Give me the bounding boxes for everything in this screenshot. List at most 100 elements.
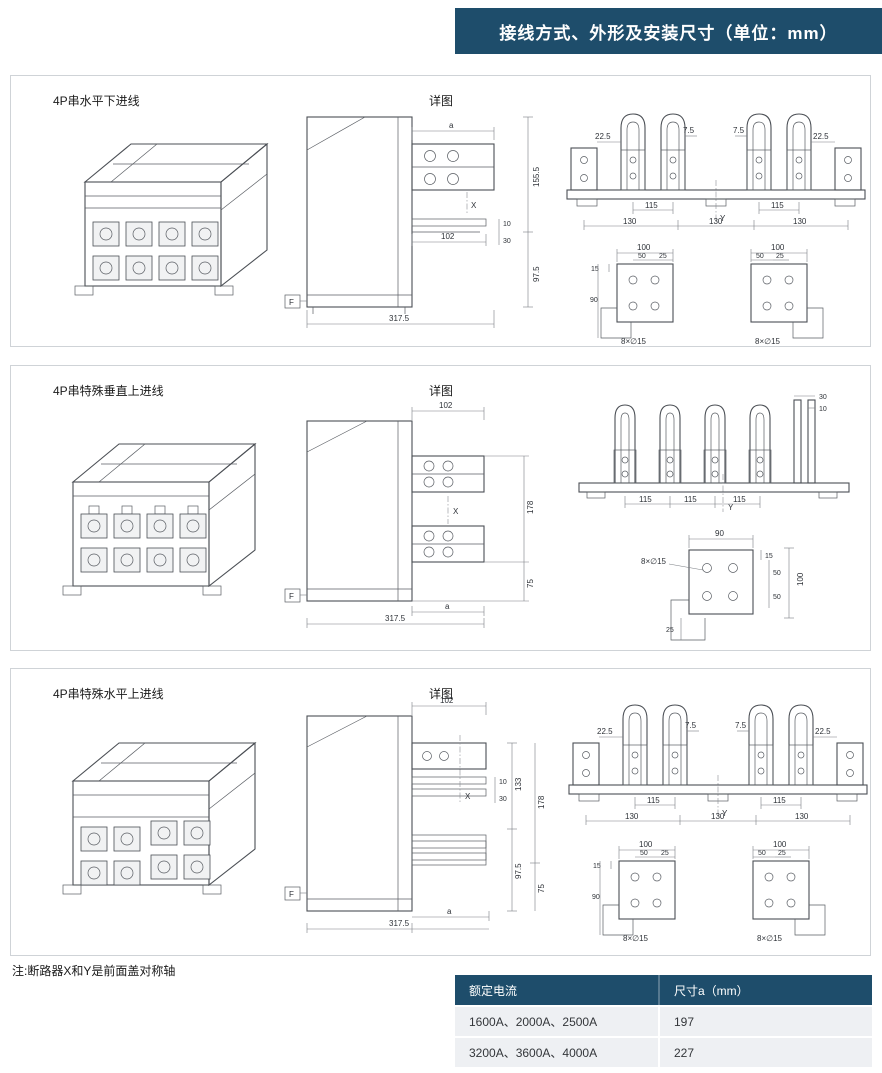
axis-y-label: Y — [722, 809, 728, 818]
dim-15: 15 — [591, 266, 599, 273]
dim-130-b: 130 — [711, 812, 725, 821]
section-vertical-top-incoming: 4P串特殊垂直上进线 详图 — [10, 365, 871, 651]
dim-100: 100 — [773, 840, 787, 849]
dim-115-a: 115 — [639, 495, 652, 504]
side-dimensions: a X 102 10 30 155.5 97.5 F — [284, 116, 541, 328]
dim-100: 100 — [639, 840, 653, 849]
busbar-view: 22.5 7.5 7.5 22.5 Y 115 115 — [566, 113, 866, 230]
dim-130-a: 130 — [623, 217, 637, 226]
side-view: 102 X 178 75 F a 317.5 — [284, 401, 535, 628]
mount-plate-right: 100 50 25 8×∅15 — [750, 243, 824, 346]
dim-30: 30 — [499, 796, 507, 803]
dim-178: 178 — [537, 795, 546, 809]
dim-7-5-right: 7.5 — [735, 721, 747, 730]
dim-317-5: 317.5 — [389, 314, 410, 323]
cell-dimension-a: 197 — [674, 1014, 695, 1029]
page-title: 接线方式、外形及安装尺寸（单位：mm） — [499, 23, 838, 43]
dim-115-b: 115 — [684, 495, 697, 504]
dim-130-c: 130 — [793, 217, 807, 226]
mounting-feet — [62, 884, 222, 895]
dim-90: 90 — [592, 894, 600, 901]
footnote: 注:断路器X和Y是前面盖对称轴 — [12, 964, 176, 978]
dim-a: a — [449, 121, 454, 130]
dim-50: 50 — [638, 253, 646, 260]
end-bracket-left — [572, 742, 600, 786]
breaker-3d-body — [83, 142, 269, 288]
dim-22-5-left: 22.5 — [597, 727, 613, 736]
table-row: 3200A、3600A、4000A 227 — [455, 1036, 872, 1067]
end-bracket-left — [570, 147, 598, 191]
busbar-dimensions: 22.5 7.5 7.5 22.5 Y 115 115 — [585, 721, 851, 825]
busbar-loops — [622, 704, 814, 786]
dim-50-b: 50 — [773, 594, 781, 601]
dim-102: 102 — [441, 232, 455, 241]
side-view: 102 X 10 30 133 178 97.5 75 — [284, 696, 546, 933]
breaker-3d-body — [71, 442, 257, 588]
dim-130-a: 130 — [625, 812, 639, 821]
lower-terminal-tab — [411, 218, 487, 233]
dim-100: 100 — [637, 243, 651, 252]
breaker-profile — [306, 420, 413, 602]
col-header-rated-current: 额定电流 — [455, 975, 660, 1005]
dim-102: 102 — [439, 401, 453, 410]
dim-115-left: 115 — [645, 201, 658, 210]
dim-50: 50 — [758, 850, 766, 857]
dim-317-5: 317.5 — [385, 614, 406, 623]
busbar-base — [578, 482, 850, 499]
dim-25: 25 — [666, 627, 674, 634]
detail-view-label: 详图 — [429, 687, 454, 701]
lower-terminal-block — [411, 834, 487, 866]
col-header-dimension-a: 尺寸a（mm） — [674, 983, 749, 998]
dim-15: 15 — [765, 553, 773, 560]
table-row: 1600A、2000A、2500A 197 — [455, 1005, 872, 1036]
dim-25: 25 — [778, 850, 786, 857]
mounting-feet — [74, 285, 234, 296]
mount-plate-left: 100 50 25 15 90 8×∅15 — [592, 840, 676, 943]
label-f: F — [289, 890, 294, 899]
detail-view-label: 详图 — [429, 94, 454, 108]
holes-label: 8×∅15 — [757, 934, 783, 943]
dim-30: 30 — [503, 238, 511, 245]
dim-25: 25 — [776, 253, 784, 260]
dim-115-c: 115 — [733, 495, 746, 504]
busbar-hairpins — [613, 399, 816, 484]
cell-dimension-a: 227 — [674, 1045, 695, 1060]
side-dimensions: 102 X 10 30 133 178 97.5 75 — [284, 696, 546, 933]
dim-317-5: 317.5 — [389, 919, 410, 928]
detail-view-label: 详图 — [429, 384, 454, 398]
page-title-bar: 接线方式、外形及安装尺寸（单位：mm） — [455, 8, 882, 54]
holes-label: 8×∅15 — [623, 934, 649, 943]
upper-terminal-block — [411, 455, 485, 493]
dim-115-left: 115 — [647, 796, 660, 805]
terminal-blocks — [80, 820, 211, 886]
dim-178: 178 — [526, 500, 535, 514]
dim-10: 10 — [499, 779, 507, 786]
dim-a: a — [447, 907, 452, 916]
dim-115-right: 115 — [771, 201, 784, 210]
dim-50-a: 50 — [773, 570, 781, 577]
cell-rated-current: 1600A、2000A、2500A — [455, 1007, 660, 1036]
rated-current-table: 额定电流 尺寸a（mm） 1600A、2000A、2500A 197 3200A… — [455, 975, 872, 1067]
busbar-view: 22.5 7.5 7.5 22.5 Y 115 115 — [568, 704, 868, 825]
dim-90: 90 — [590, 297, 598, 304]
mounting-hole-views: 100 50 25 15 90 8×∅15 100 — [592, 840, 826, 943]
section-label: 4P串水平下进线 — [53, 94, 140, 108]
dim-7-5-left: 7.5 — [683, 126, 695, 135]
dim-22-5-left: 22.5 — [595, 132, 611, 141]
holes-label: 8×∅15 — [755, 337, 781, 346]
section-horizontal-bottom-incoming: 4P串水平下进线 详图 — [10, 75, 871, 347]
dim-22-5-right: 22.5 — [815, 727, 831, 736]
dim-115-right: 115 — [773, 796, 786, 805]
section-label: 4P串特殊水平上进线 — [53, 687, 164, 701]
mounting-hole-view: 8×∅15 90 15 50 50 100 25 — [641, 529, 805, 641]
dim-25: 25 — [661, 850, 669, 857]
side-dimensions: 102 X 178 75 F a 317.5 — [284, 401, 535, 628]
axis-x-label: X — [471, 201, 477, 210]
dim-22-5-right: 22.5 — [813, 132, 829, 141]
axis-y-label: Y — [720, 214, 726, 223]
busbar-dimensions: 22.5 7.5 7.5 22.5 Y 115 115 — [583, 126, 849, 230]
dim-50: 50 — [640, 850, 648, 857]
dim-7-5-right: 7.5 — [733, 126, 745, 135]
label-f: F — [289, 298, 294, 307]
